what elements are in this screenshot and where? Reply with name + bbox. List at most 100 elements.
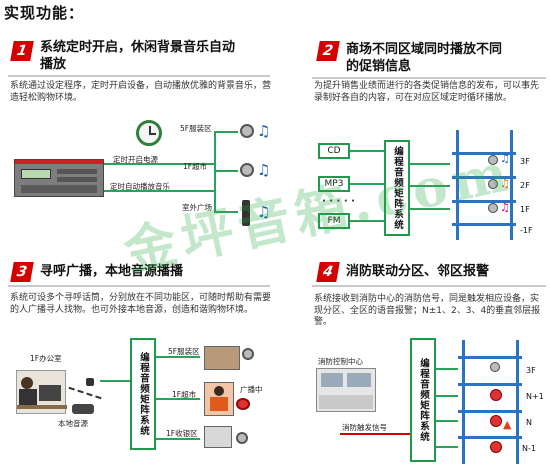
source-mp3: MP3	[318, 176, 350, 192]
source-fm: FM	[318, 213, 350, 229]
fire-control-console	[316, 368, 376, 412]
fire-icon: ▲	[503, 418, 512, 431]
fire-signal-line	[340, 433, 410, 435]
branch-a	[214, 131, 238, 133]
floor-label-1f: 1F	[520, 205, 530, 214]
building-post	[456, 130, 459, 240]
speaker-icon	[236, 432, 248, 444]
page-title: 实现功能：	[4, 4, 85, 22]
timer-controller-device	[14, 159, 104, 197]
floor-label-n-plus-1: N+1	[526, 392, 544, 401]
matrix-out-1	[410, 163, 450, 165]
section-4-number: 4	[316, 262, 340, 282]
microphone-icon	[86, 378, 94, 386]
line-fm	[350, 220, 384, 222]
section-1-divider	[8, 75, 270, 77]
label-office: 1F办公室	[30, 354, 62, 363]
alarm-speaker-icon	[490, 389, 502, 401]
line-mic	[100, 380, 130, 382]
music-note-icon: ♫	[257, 203, 271, 221]
audio-matrix-box: 编程音频矩阵系统	[384, 140, 410, 236]
music-note-icon: ♫	[257, 161, 271, 179]
label-timer-play: 定时自动播放音乐	[110, 182, 170, 191]
line-cd	[350, 150, 384, 152]
label-zone-1f: 1F超市	[172, 390, 197, 399]
section-2-description: 为提升销售业绩而进行的各类促销信息的发布，可以事先录制好各自的内容，可在对应区域…	[314, 81, 540, 103]
speaker-icon	[242, 348, 254, 360]
building-post	[462, 340, 465, 464]
floor-label-3f: 3F	[526, 366, 536, 375]
label-fire-signal: 消防触发信号	[342, 423, 387, 432]
label-zone-5f: 5F服装区	[168, 347, 200, 356]
label-zone-5f: 5F服装区	[180, 124, 212, 133]
section-1-title-line2: 播放	[40, 57, 67, 72]
office-worker-image	[16, 370, 67, 414]
alarm-speaker-icon	[490, 415, 502, 427]
floor-label-n: N	[526, 418, 532, 427]
matrix-out-1	[156, 356, 200, 358]
local-audio-device	[72, 404, 94, 414]
building-floor	[452, 200, 516, 203]
speaker-icon	[488, 179, 498, 189]
source-cd: CD	[318, 143, 350, 159]
section-3-number: 3	[10, 262, 34, 282]
section-2-number: 2	[316, 41, 340, 61]
branch-b	[214, 170, 238, 172]
speaker-icon	[240, 124, 254, 138]
floor-label-n-minus-1: N-1	[522, 444, 536, 453]
music-note-icon: ♫	[500, 177, 510, 190]
label-zone-cashier: 1F收银区	[166, 429, 198, 438]
clock-icon	[136, 120, 162, 146]
speaker-icon	[488, 155, 498, 165]
building-floor	[452, 176, 516, 179]
speaker-icon	[240, 163, 254, 177]
building-post	[510, 130, 513, 240]
building-post	[516, 340, 519, 464]
matrix-out-2	[410, 185, 450, 187]
label-broadcasting: 广播中	[240, 385, 263, 394]
building-floor	[458, 383, 522, 386]
audio-matrix-box: 编程音频矩阵系统	[410, 338, 436, 462]
audio-matrix-box: 编程音频矩阵系统	[130, 338, 156, 450]
music-note-icon: ♫	[500, 201, 510, 214]
matrix-label: 编程音频矩阵系统	[392, 146, 403, 230]
matrix-out-2	[436, 395, 458, 397]
branch-trunk	[214, 131, 216, 213]
matrix-out-1	[436, 368, 458, 370]
line-mp3	[350, 183, 384, 185]
section-2-title-line2: 的促销信息	[346, 59, 412, 74]
floor-label-3f: 3F	[520, 157, 530, 166]
matrix-label: 编程音频矩阵系统	[418, 358, 429, 442]
section-2-divider	[312, 77, 546, 79]
building-floor	[452, 223, 516, 226]
section-4-description: 系统接收到消防中心的消防信号，同是触发相应设备，实现分区、全区的语音报警；N±1…	[314, 294, 541, 327]
alarm-speaker-icon	[490, 441, 502, 453]
line-timer-on	[104, 163, 216, 165]
section-2-title-line1: 商场不同区域同时播放不同	[346, 42, 503, 57]
section-3-description: 系统可设多个寻呼话筒，分别放在不同功能区，可随时帮助有需要的人广播寻人找物。也可…	[10, 293, 272, 315]
matrix-out-2	[156, 398, 200, 400]
label-zone-1f: 1F超市	[183, 162, 208, 171]
cashier-image	[204, 426, 232, 448]
speaker-icon	[490, 362, 500, 372]
matrix-out-3	[436, 420, 458, 422]
alarm-speaker-icon	[236, 398, 250, 410]
section-3-title: 寻呼广播，本地音源播播	[40, 264, 184, 279]
floor-label-2f: 2F	[520, 181, 530, 190]
section-1-number: 1	[10, 41, 34, 61]
floor-label-b1: -1F	[520, 226, 533, 235]
matrix-label: 编程音频矩阵系统	[138, 352, 149, 436]
section-4-title: 消防联动分区、邻区报警	[346, 264, 490, 279]
music-note-icon: ♫	[257, 122, 271, 140]
section-1-title-line1: 系统定时开启，休闲背景音乐自动	[40, 40, 236, 55]
more-sources-dots: · · · · ·	[322, 196, 355, 207]
section-4-divider	[312, 285, 546, 287]
matrix-out-4	[436, 446, 458, 448]
matrix-out-3	[156, 438, 200, 440]
cable-line	[68, 386, 102, 400]
section-3-divider	[8, 285, 270, 287]
shopper-image	[204, 382, 234, 416]
speaker-icon	[488, 203, 498, 213]
building-floor	[452, 152, 516, 155]
building-floor	[458, 436, 522, 439]
